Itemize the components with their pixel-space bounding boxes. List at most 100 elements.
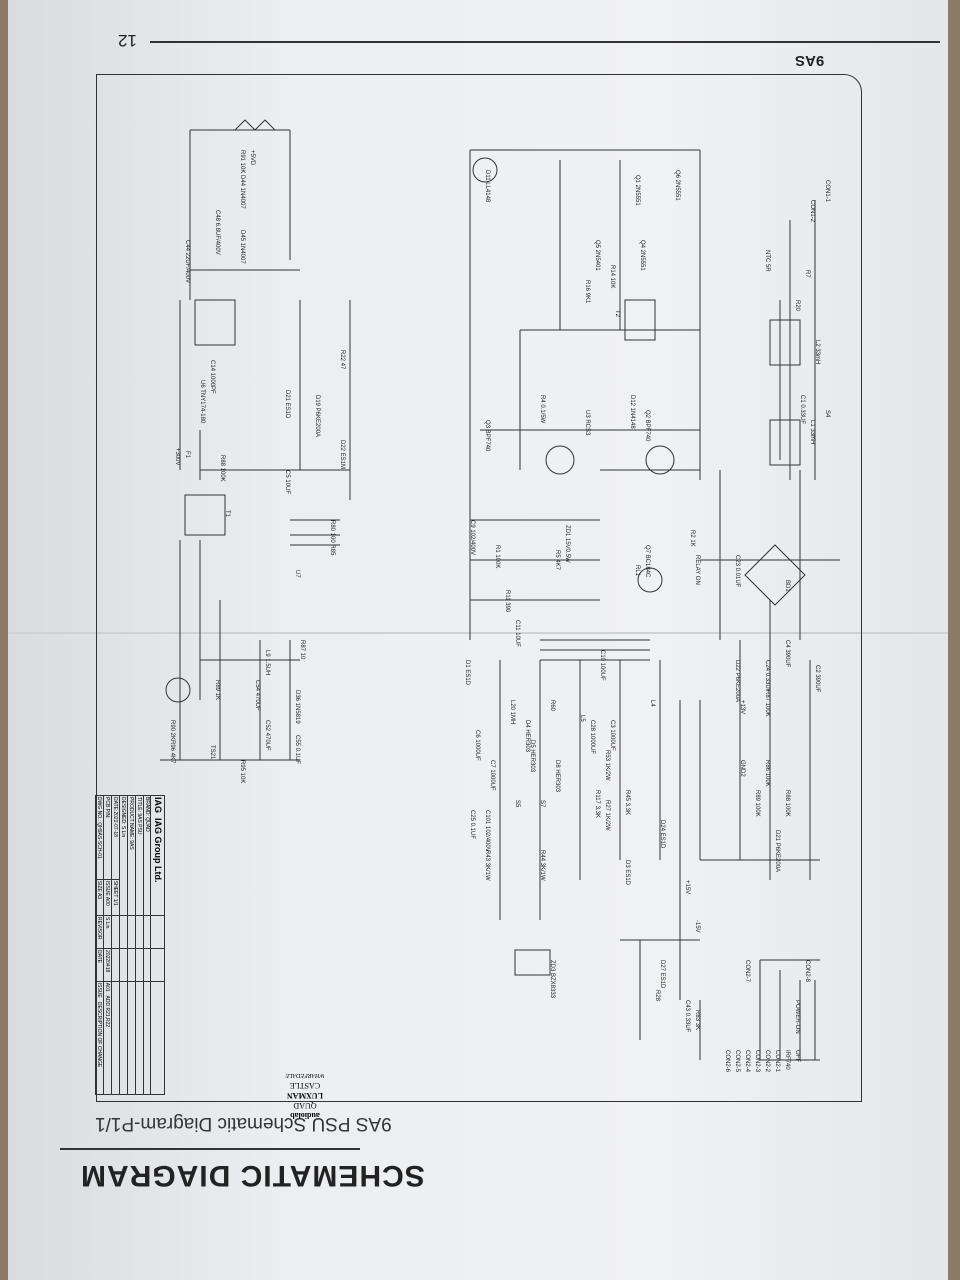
component-label: C52 470UF: [264, 720, 270, 751]
component-label: D5 HER303: [529, 740, 535, 773]
component-label: R2 1K: [689, 530, 695, 547]
component-label: C48 6.8UF/400V: [214, 210, 220, 255]
component-label: CON2-6: [724, 1050, 730, 1073]
component-label: R117 3.3K: [594, 790, 600, 818]
component-label: C6 1000UF: [474, 730, 480, 761]
component-label: -15V: [694, 920, 700, 933]
component-label: RELAY ON: [694, 555, 700, 585]
component-label: C14 1000PF: [209, 360, 215, 394]
component-label: D21 ES1D: [284, 390, 290, 419]
component-label: R90 2K: [169, 720, 175, 741]
component-label: R87 100K: [764, 690, 770, 717]
component-label: R16 9K1: [584, 280, 590, 304]
component-label: C5 10UF: [284, 470, 290, 495]
component-label: R96 4K7: [169, 740, 175, 764]
component-label: L2 33mH: [814, 340, 820, 365]
component-label: C23 0.01UF: [734, 555, 740, 588]
component-label: C1 0.33UF: [799, 395, 805, 425]
component-label: R45 3.3K: [624, 790, 630, 816]
component-label: CON2-4: [744, 1050, 750, 1073]
component-label: R44 3K/1W: [539, 850, 545, 881]
component-label: +15V: [684, 880, 690, 895]
component-label: CON2-3: [754, 1050, 760, 1073]
component-label: CON2-2: [764, 1050, 770, 1073]
component-label: C54 470UF: [254, 680, 260, 711]
component-label: S7: [539, 800, 545, 808]
component-label: Q5 2N5401: [594, 240, 600, 271]
paper-sheet: [8, 0, 948, 1280]
component-label: R20: [794, 300, 800, 312]
component-label: CON1-2: [809, 200, 815, 223]
component-label: IRF740: [784, 1050, 790, 1070]
component-label: GND2: [739, 760, 745, 777]
component-label: R7: [804, 270, 810, 278]
component-label: C55 0.1UF: [294, 735, 300, 765]
component-label: Q4 2N5551: [639, 240, 645, 271]
component-label: L9 1.5UH: [264, 650, 270, 676]
component-label: D36 1N5819: [294, 690, 300, 724]
component-label: ZD1 15V0.5W: [564, 525, 570, 563]
component-label: S5: [514, 800, 520, 808]
component-label: +13V: [739, 700, 745, 715]
component-label: C9 102/400V: [469, 520, 475, 556]
component-label: TS21: [209, 745, 215, 760]
component-label: +300V: [174, 448, 180, 466]
component-label: NTC 5R: [764, 250, 770, 272]
component-label: CON2-8: [804, 960, 810, 983]
component-label: C25 0.1UF: [469, 810, 475, 840]
component-label: D24 ES1D: [659, 820, 665, 849]
component-label: R4 0.1/5W: [539, 395, 545, 424]
component-label: R86 100K: [764, 760, 770, 787]
component-label: C24 0.33UF: [764, 660, 770, 693]
component-label: ZD3 BZX8333: [549, 960, 555, 999]
component-label: F1: [184, 451, 190, 459]
component-label: CON2-7: [744, 960, 750, 983]
component-label: R91 10K: [239, 150, 245, 174]
component-label: R5 4K7: [554, 550, 560, 571]
component-label: U7: [294, 570, 300, 578]
component-label: D1 ES1D: [464, 660, 470, 686]
component-label: R43 3K/1W: [484, 850, 490, 881]
component-label: R95 10K: [239, 760, 245, 784]
component-label: C28 1000UF: [589, 720, 595, 755]
component-label: R88 100K: [784, 790, 790, 817]
component-label: D8 HER303: [554, 760, 560, 793]
component-label: R27 1K/2W: [604, 800, 610, 831]
paper-fold: [8, 632, 948, 634]
component-label: OFF: [794, 1050, 800, 1062]
component-label: L4: [649, 700, 655, 707]
component-label: S4: [824, 410, 830, 418]
component-label: D21 P6KE200A: [774, 830, 780, 873]
component-label: Q1 2N5551: [634, 175, 640, 206]
component-label: T2: [614, 310, 620, 318]
component-label: D19 P6KE200A: [314, 395, 320, 438]
component-label: D3 ES1D: [624, 860, 630, 886]
component-label: CON2-5: [734, 1050, 740, 1073]
component-label: U3 RCS3: [584, 410, 590, 436]
component-label: R22 47: [339, 350, 345, 370]
component-label: C43 0.33UF: [684, 1000, 690, 1033]
component-label: R80 100 R85: [329, 520, 335, 556]
component-label: D11 LL4148: [484, 170, 490, 203]
component-label: R14 10K: [609, 265, 615, 289]
component-label: RL1: [634, 565, 640, 577]
component-label: R87 10: [299, 640, 305, 660]
component-label: U6 TNY174-180: [199, 380, 205, 424]
component-label: D45 1N4007: [239, 230, 245, 264]
component-label: D27 ES1D: [659, 960, 665, 989]
component-label: D12 1N4148: [629, 395, 635, 429]
component-label: Q3 BPF740: [484, 420, 490, 452]
component-label: +5VD: [249, 150, 255, 166]
component-label: D22 P6KE200A: [734, 660, 740, 703]
component-label: R83 3K: [694, 1010, 700, 1031]
component-label: C4 390UF: [784, 640, 790, 668]
component-label: R89 1K: [214, 680, 220, 701]
component-label: Q6 2N5551: [674, 170, 680, 201]
component-label: D44 1N4007: [239, 175, 245, 209]
component-label: POWER-ON: [794, 1000, 800, 1034]
component-label: C3 1000UF: [609, 720, 615, 751]
component-label: C2 390UF: [814, 665, 820, 693]
component-label: CON1-1: [824, 180, 830, 203]
component-label: R60: [549, 700, 555, 712]
